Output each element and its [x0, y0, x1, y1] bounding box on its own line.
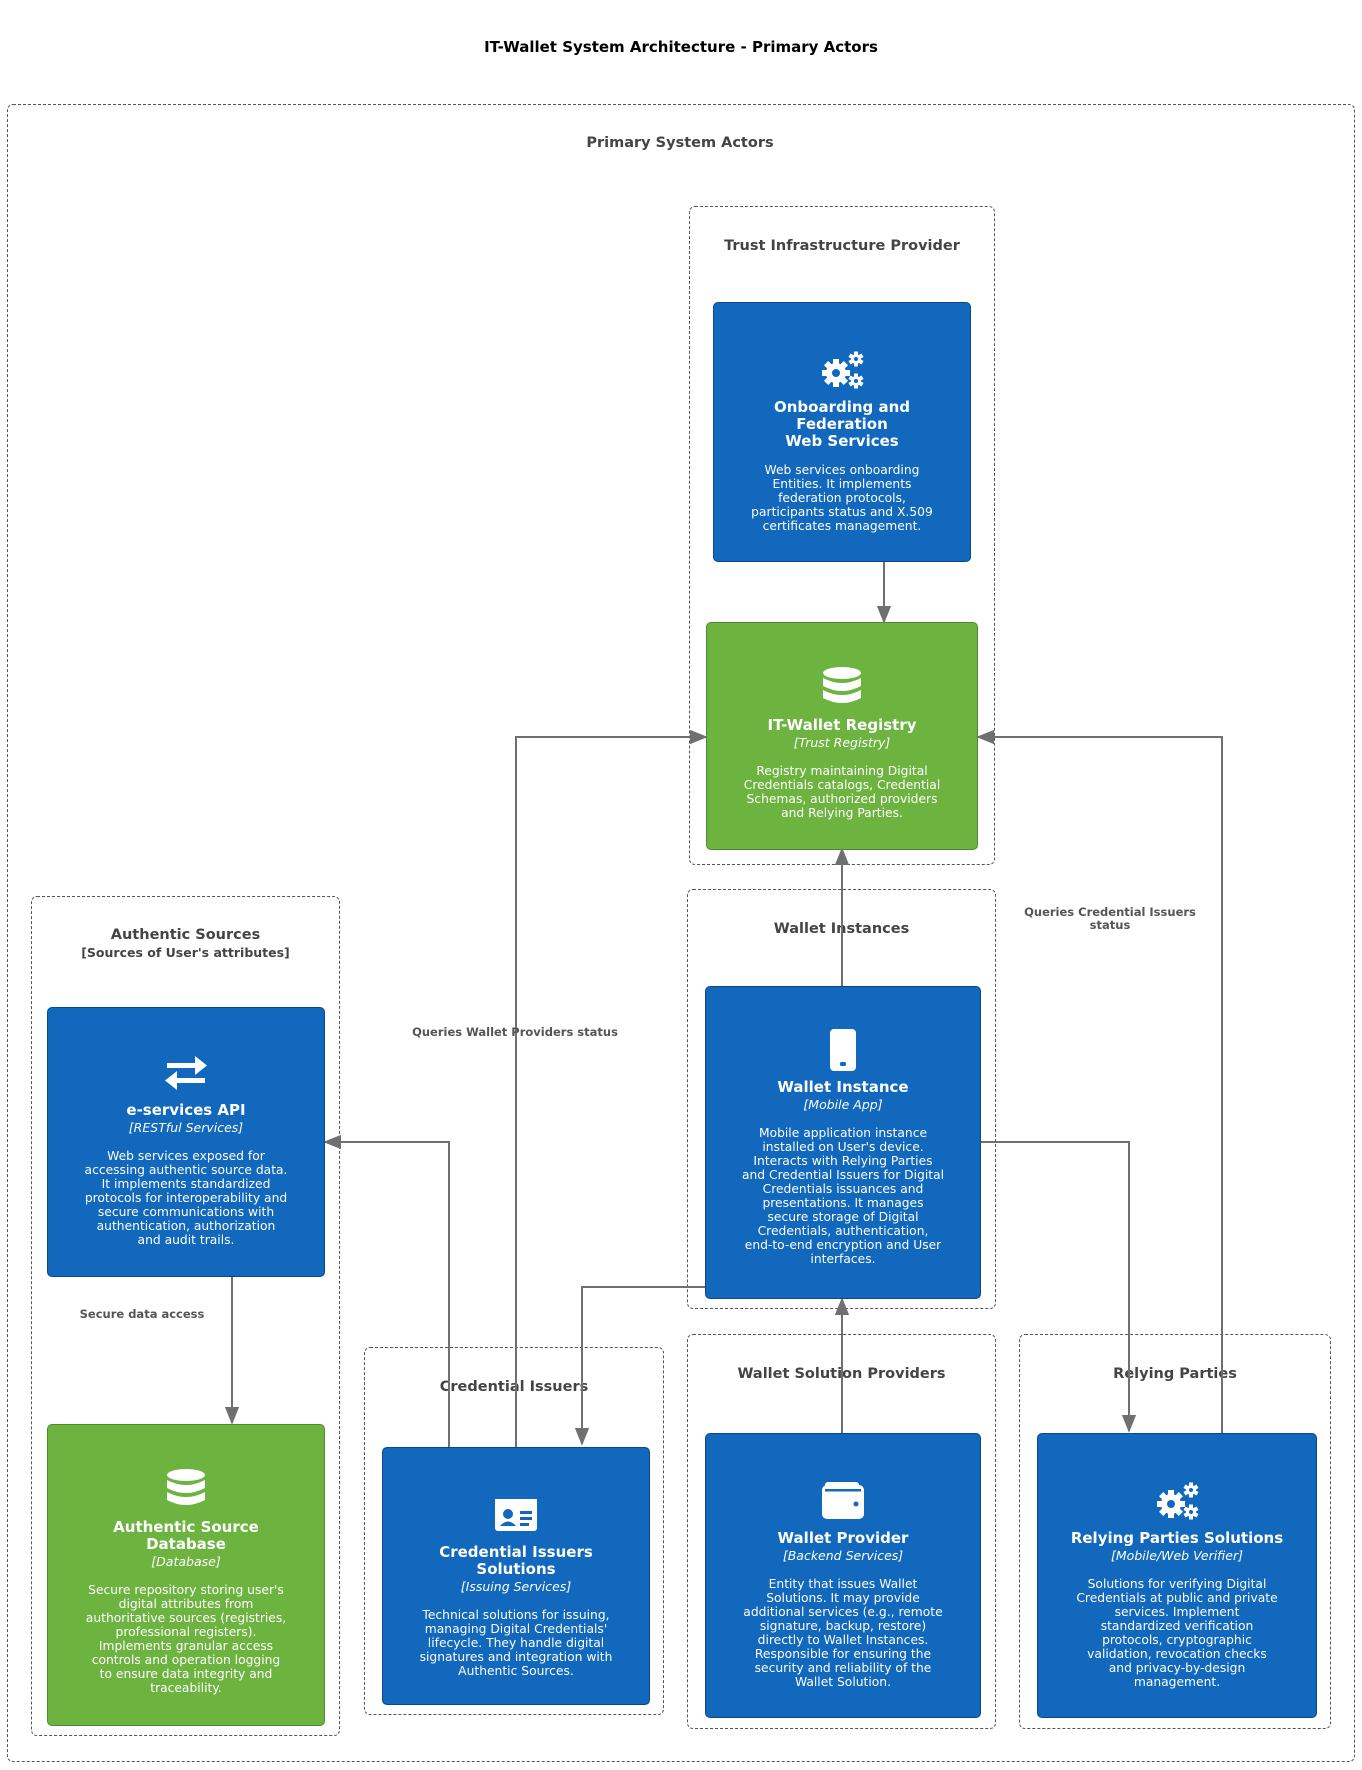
registry-node-name: IT-Wallet Registry — [767, 716, 917, 734]
onboarding-node-name: Onboarding and Federation Web Services — [773, 398, 911, 450]
wallet-instance-node-tech: [Mobile App] — [803, 1097, 883, 1112]
credential-issuers-solutions-node[interactable]: Credential Issuers Solutions [Issuing Se… — [382, 1447, 650, 1705]
registry-node-tech: [Trust Registry] — [793, 735, 891, 750]
primary-system-boundary — [7, 104, 1355, 1762]
credential-issuers-boundary — [364, 1347, 664, 1715]
trust-infrastructure-label: Trust Infrastructure Provider — [724, 238, 960, 254]
relying-parties-boundary — [1019, 1334, 1331, 1729]
gears-icon — [1153, 1478, 1201, 1524]
authentic-sources-label: Authentic Sources [Sources of User's att… — [31, 926, 340, 962]
wallet-provider-node-name: Wallet Provider — [777, 1529, 909, 1547]
authdb-node-desc: Secure repository storing user's digital… — [85, 1583, 287, 1695]
relation-queries-credential-issuers: Queries Credential Issuers status — [1024, 905, 1196, 932]
id-card-icon — [494, 1492, 538, 1538]
relation-queries-wallet-providers: Queries Wallet Providers status — [412, 1025, 618, 1039]
issuers-node-desc: Technical solutions for issuing, managin… — [419, 1608, 613, 1678]
database-icon — [822, 665, 862, 711]
exchange-icon — [163, 1050, 209, 1096]
e-services-api-node[interactable]: e-services API [RESTful Services] Web se… — [47, 1007, 325, 1277]
authentic-sources-subtitle: [Sources of User's attributes] — [81, 945, 290, 960]
gears-icon — [818, 347, 866, 393]
relying-node-tech: [Mobile/Web Verifier] — [1111, 1548, 1243, 1563]
eservices-node-tech: [RESTful Services] — [128, 1120, 244, 1135]
wallet-provider-node[interactable]: Wallet Provider [Backend Services] Entit… — [705, 1433, 981, 1718]
authentic-sources-boundary — [31, 896, 340, 1736]
arrow-wallet-instance-to-relying — [981, 1141, 1137, 1433]
authentic-sources-title: Authentic Sources — [110, 927, 261, 943]
eservices-node-name: e-services API — [126, 1101, 246, 1119]
wallet-instance-node-desc: Mobile application instance installed on… — [741, 1126, 945, 1266]
mobile-icon — [829, 1027, 857, 1073]
wallet-instance-node-name: Wallet Instance — [777, 1078, 909, 1096]
wallet-icon — [821, 1478, 865, 1524]
authdb-node-tech: [Database] — [151, 1554, 221, 1569]
relying-node-desc: Solutions for verifying Digital Credenti… — [1076, 1577, 1278, 1689]
arrow-wallet-instance-to-issuers — [574, 1286, 705, 1446]
arrow-issuers-to-eservices — [323, 1134, 450, 1447]
issuers-node-name: Credential Issuers Solutions — [439, 1543, 593, 1578]
onboarding-federation-node[interactable]: Onboarding and Federation Web Services W… — [713, 302, 971, 562]
arrow-relying-parties-to-registry — [976, 729, 1223, 1433]
diagram-title: IT-Wallet System Architecture - Primary … — [484, 38, 878, 56]
database-icon — [166, 1467, 206, 1513]
wallet-provider-node-tech: [Backend Services] — [782, 1548, 904, 1563]
authdb-node-name: Authentic Source Database — [113, 1518, 259, 1553]
eservices-node-desc: Web services exposed for accessing authe… — [84, 1149, 288, 1247]
credential-issuers-label: Credential Issuers — [439, 1379, 589, 1395]
relying-node-name: Relying Parties Solutions — [1070, 1529, 1284, 1547]
registry-node-desc: Registry maintaining Digital Credentials… — [743, 764, 941, 820]
primary-system-label: Primary System Actors — [586, 135, 774, 151]
issuers-node-tech: [Issuing Services] — [460, 1579, 572, 1594]
wallet-instance-node[interactable]: Wallet Instance [Mobile App] Mobile appl… — [705, 986, 981, 1299]
onboarding-node-desc: Web services onboarding Entities. It imp… — [751, 463, 933, 533]
relying-parties-label: Relying Parties — [1113, 1366, 1237, 1382]
arrow-issuers-to-registry — [515, 729, 708, 1447]
authentic-source-database-node[interactable]: Authentic Source Database [Database] Sec… — [47, 1424, 325, 1726]
wallet-provider-node-desc: Entity that issues Wallet Solutions. It … — [743, 1577, 943, 1689]
relation-secure-data-access: Secure data access — [79, 1307, 205, 1321]
it-wallet-registry-node[interactable]: IT-Wallet Registry [Trust Registry] Regi… — [706, 622, 978, 850]
relying-parties-solutions-node[interactable]: Relying Parties Solutions [Mobile/Web Ve… — [1037, 1433, 1317, 1718]
